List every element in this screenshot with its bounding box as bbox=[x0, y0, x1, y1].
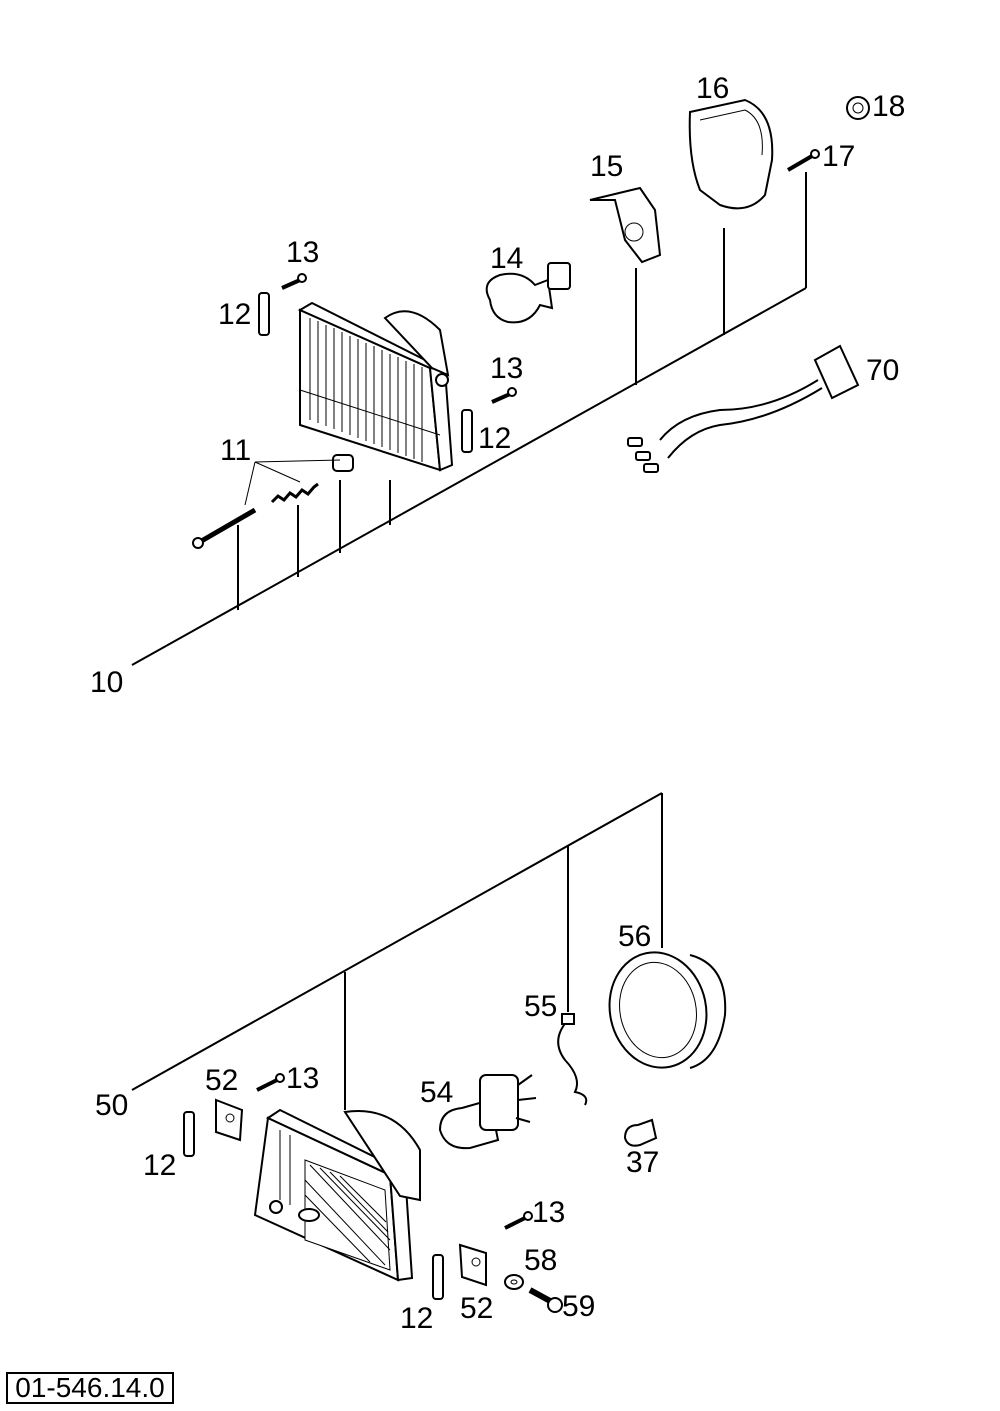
label-59: 59 bbox=[562, 1290, 595, 1323]
bushing-12-bottom-b bbox=[432, 1254, 444, 1300]
bulb-54 bbox=[438, 1074, 537, 1150]
label-18: 18 bbox=[872, 90, 905, 123]
assembly-10-leader-lines bbox=[131, 172, 807, 666]
parking-bulb-37 bbox=[623, 1118, 658, 1147]
assembly-50-leader-lines bbox=[131, 792, 663, 1110]
headlamp-unit-top bbox=[297, 301, 454, 472]
screw-13-bottom-a bbox=[256, 1073, 285, 1092]
screw-13-top-a bbox=[281, 273, 307, 290]
label-13-top-b: 13 bbox=[490, 352, 523, 385]
bulb-14 bbox=[485, 262, 571, 324]
label-14: 14 bbox=[490, 242, 523, 275]
label-58: 58 bbox=[524, 1244, 557, 1277]
label-54: 54 bbox=[420, 1076, 453, 1109]
screw-13-bottom-b bbox=[504, 1211, 533, 1230]
label-13-bottom-a: 13 bbox=[286, 1062, 319, 1095]
label-15: 15 bbox=[590, 150, 623, 183]
grommet-18 bbox=[846, 96, 870, 120]
label-16: 16 bbox=[696, 72, 729, 105]
label-12-top-a: 12 bbox=[218, 298, 251, 331]
label-13-top-a: 13 bbox=[286, 236, 319, 269]
bushing-12-bottom-a bbox=[183, 1111, 195, 1157]
screw-13-top-b bbox=[491, 387, 517, 404]
label-70: 70 bbox=[866, 354, 899, 387]
bracket-15 bbox=[589, 186, 662, 264]
spring-clip-55 bbox=[557, 1013, 588, 1106]
clip-52-b bbox=[458, 1243, 487, 1287]
bushing-12-top-a bbox=[258, 292, 270, 336]
spring bbox=[270, 482, 319, 504]
label-11: 11 bbox=[220, 434, 251, 467]
label-37: 37 bbox=[626, 1146, 659, 1179]
label-12-bottom-a: 12 bbox=[143, 1149, 176, 1182]
label-12-top-b: 12 bbox=[478, 422, 511, 455]
housing-cover-16 bbox=[688, 98, 774, 210]
clip-52-a bbox=[215, 1098, 244, 1142]
drawing-number: 01-546.14.0 bbox=[6, 1372, 174, 1404]
leader-11 bbox=[244, 459, 341, 506]
label-13-bottom-b: 13 bbox=[532, 1196, 565, 1229]
bolt-59 bbox=[528, 1287, 563, 1313]
wiring-harness-70 bbox=[627, 344, 860, 473]
label-10: 10 bbox=[90, 666, 123, 699]
label-17: 17 bbox=[822, 140, 855, 173]
label-52-a: 52 bbox=[205, 1064, 238, 1097]
label-50: 50 bbox=[95, 1089, 128, 1122]
headlamp-unit-bottom bbox=[253, 1108, 421, 1282]
adjusting-screw bbox=[192, 507, 257, 549]
bushing-12-top-b bbox=[461, 409, 473, 453]
adjuster-nut bbox=[332, 454, 354, 472]
label-12-bottom-b: 12 bbox=[400, 1302, 433, 1335]
label-55: 55 bbox=[524, 990, 557, 1023]
screw-17 bbox=[786, 149, 820, 172]
trim-ring-56 bbox=[608, 951, 727, 1069]
label-52-b: 52 bbox=[460, 1292, 493, 1325]
washer-58 bbox=[504, 1274, 524, 1290]
callout-labels: 10 11 12 13 14 13 12 15 16 17 18 70 50 5… bbox=[90, 72, 905, 1335]
label-56: 56 bbox=[618, 920, 651, 953]
